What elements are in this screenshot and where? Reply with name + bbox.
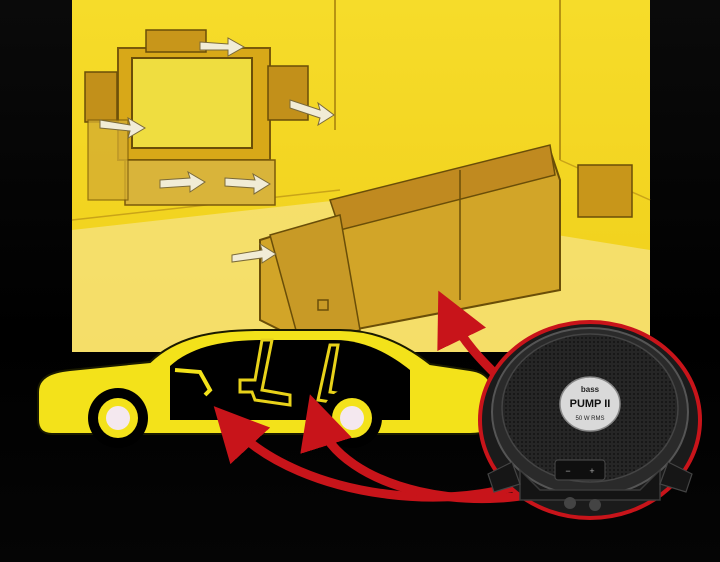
terminal-block: [554, 459, 606, 481]
rear-speaker-box: [577, 164, 633, 218]
room-sound-arrows: [99, 37, 335, 264]
speaker-brand-top: bass: [581, 385, 600, 394]
terminal-minus-label: −: [565, 466, 570, 476]
mounting-tab-right: [659, 461, 693, 493]
speaker-brand-main: PUMP II: [570, 398, 611, 410]
terminal-plus-label: +: [589, 466, 594, 476]
speaker-rating: 50 W RMS: [575, 416, 604, 422]
bass-pump-speaker: [478, 320, 702, 520]
steering-wheel: [174, 368, 213, 397]
mounting-tab-left: [487, 461, 521, 493]
speaker-badge: [559, 376, 621, 432]
car-seat-front: [238, 338, 292, 407]
